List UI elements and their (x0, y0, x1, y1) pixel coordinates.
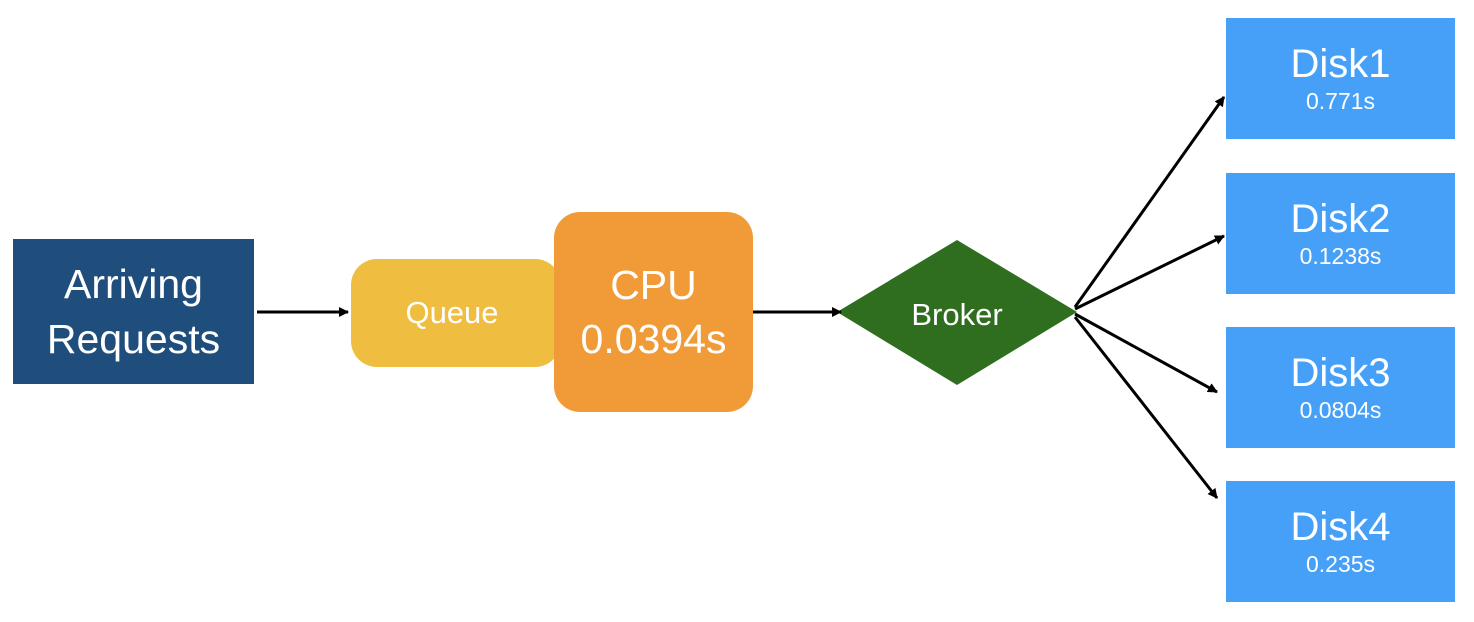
disk3-label: Disk3 (1290, 350, 1391, 395)
disk1-time: 0.771s (1305, 87, 1376, 114)
arriving-label-line2: Requests (46, 315, 221, 362)
disk1-node: Disk1 0.771s (1226, 18, 1455, 139)
edge-broker-to-disk1 (1073, 96, 1226, 308)
queue-node: Queue (351, 259, 561, 367)
disk4-node: Disk4 0.235s (1226, 481, 1455, 602)
disk4-label: Disk4 (1290, 504, 1391, 549)
disk2-label: Disk2 (1290, 196, 1391, 241)
disk3-time: 0.0804s (1299, 396, 1382, 423)
disk2-node: Disk2 0.1238s (1226, 173, 1455, 294)
broker-label: Broker (911, 297, 1003, 332)
cpu-node: CPU 0.0394s (554, 212, 753, 412)
edge-broker-to-disk4 (1073, 316, 1219, 499)
edge-broker-to-disk2 (1074, 234, 1225, 311)
disk3-node: Disk3 0.0804s (1226, 327, 1455, 448)
disk4-time: 0.235s (1305, 550, 1376, 577)
arriving-requests-node: Arriving Requests (13, 239, 254, 384)
cpu-time: 0.0394s (580, 316, 727, 362)
arriving-label-line1: Arriving (64, 260, 203, 307)
disk1-label: Disk1 (1290, 41, 1391, 86)
edge-broker-to-disk3 (1074, 312, 1218, 394)
cpu-label: CPU (610, 262, 697, 308)
queue-label: Queue (405, 295, 499, 330)
broker-diamond (837, 240, 1077, 385)
disk2-time: 0.1238s (1299, 242, 1382, 269)
